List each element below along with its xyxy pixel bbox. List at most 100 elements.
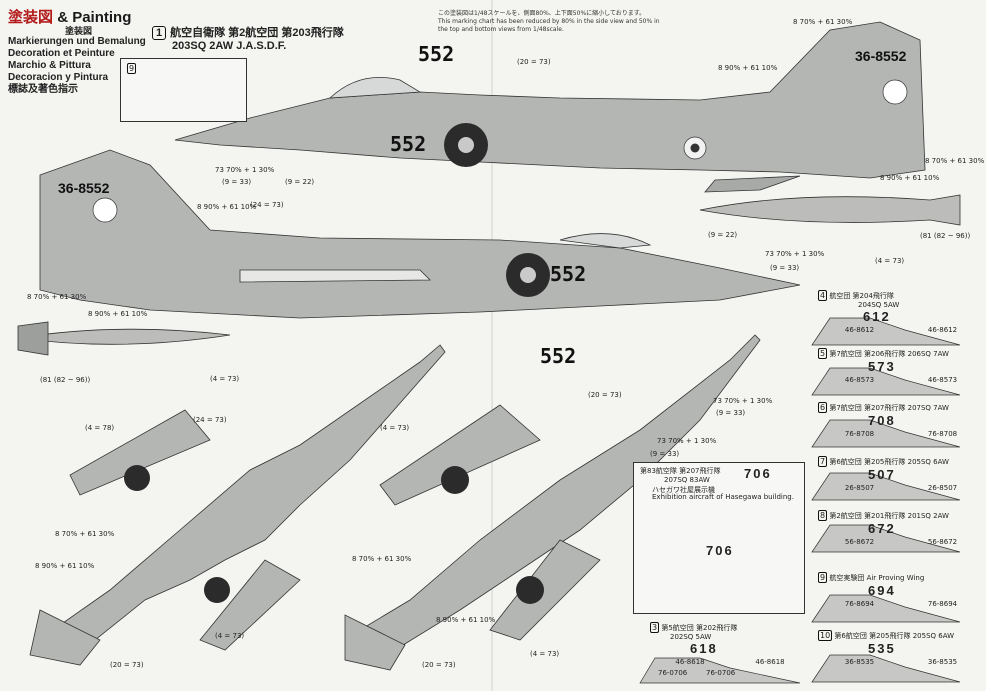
- sq-code-right: 76-8694: [927, 600, 958, 608]
- sq-tag: 9: [818, 572, 828, 583]
- sq-en: 201SQ 2AW: [907, 512, 949, 520]
- callout-90-10-bl: 8 90% + 61 10%: [35, 562, 95, 570]
- sq-tag: 8: [818, 510, 828, 521]
- box706-note-jp: ハセガワ社屋展示機: [652, 486, 715, 494]
- sq-en: 205SQ 6AW: [912, 632, 955, 640]
- nose-number-side-middle: 552: [550, 262, 587, 286]
- callout-70-30-right: 8 70% + 61 30%: [925, 157, 985, 165]
- box9-tag: 9: [127, 63, 137, 74]
- sq-number: 708: [868, 413, 896, 428]
- title-subtitle-jp: 塗装図: [65, 27, 93, 37]
- sq-en: Air Proving Wing: [866, 574, 925, 582]
- callout-9-33-mid: (9 = 33): [770, 264, 800, 272]
- sq-code-right: 76-8708: [927, 430, 958, 438]
- callout-73-1: 73 70% + 1 30%: [215, 166, 275, 174]
- sq-title: 第2航空団 第201飛行隊: [829, 512, 906, 520]
- lang-zh: 標誌及著色指示: [8, 84, 78, 95]
- box706-code-left: 76-0706: [658, 669, 688, 677]
- callout-9-33-bm: (9 = 33): [716, 409, 746, 417]
- sq-code-left: 76-8708: [844, 430, 875, 438]
- side-view-aircraft-middle: [39, 149, 801, 319]
- tail-number-top: 552: [418, 42, 455, 66]
- plan-view-bottom: [344, 334, 761, 671]
- tail-code-right: 36-8552: [855, 48, 907, 64]
- sq-title: 第7航空団 第206飛行隊: [829, 350, 906, 358]
- note-en-2: the top and bottom views from 1/48scale.: [438, 26, 564, 33]
- callout-4-73-right: (4 = 73): [875, 257, 905, 265]
- sq-title: 第6航空団 第205飛行隊: [829, 458, 906, 466]
- squadron-entry-507: 7 第6航空団 第205飛行隊 205SQ 6AW 507 26-8507 26-…: [818, 456, 984, 492]
- plan-view-top: [29, 344, 446, 666]
- tail-thumbnails: [639, 317, 961, 684]
- box706-code-right: 76-0706: [706, 669, 736, 677]
- lang-es: Decoracion y Pintura: [8, 72, 109, 83]
- squadron-entry-708: 6 第7航空団 第207飛行隊 207SQ 7AW 708 76-8708 76-…: [818, 402, 984, 438]
- callout-24-73-bl: (24 = 73): [193, 416, 227, 424]
- sq-number: 535: [868, 641, 896, 656]
- callout-90-10-left: 8 90% + 61 10%: [88, 310, 148, 318]
- sq-code-right: 46-8573: [927, 376, 958, 384]
- callout-4-73-mid: (4 = 73): [210, 375, 240, 383]
- sq-number: 507: [868, 467, 896, 482]
- sq-code-left: 56-8672: [844, 538, 875, 546]
- callout-90-10-right: 8 90% + 61 10%: [880, 174, 940, 182]
- side-view-aircraft-top: [174, 21, 926, 193]
- sq-tag: 4: [818, 290, 828, 301]
- box706-number-top: 706: [744, 466, 772, 481]
- sq-title: 第7航空団 第207飛行隊: [829, 404, 906, 412]
- note-en-1: This marking chart has been reduced by 8…: [438, 18, 660, 25]
- sq-title: 航空実験団: [829, 574, 865, 582]
- sq-en: 202SQ 5AW: [670, 633, 712, 641]
- callout-70-30-bm: 8 70% + 61 30%: [352, 555, 412, 563]
- sq-title: 第6航空団 第205飛行隊: [834, 632, 911, 640]
- title-prefix: 塗装図: [8, 9, 54, 26]
- sq-code-left: 26-8507: [844, 484, 875, 492]
- callout-73-1-mid: 73 70% + 1 30%: [765, 250, 825, 258]
- sq-code-right: 46-8618: [755, 658, 785, 666]
- sq-number: 618: [690, 641, 718, 656]
- sq-code-left: 36-8535: [844, 658, 875, 666]
- sq-en: 206SQ 7AW: [907, 350, 949, 358]
- callout-70-30-left: 8 70% + 61 30%: [27, 293, 87, 301]
- sq-en: 204SQ 5AW: [858, 301, 900, 309]
- box706-note-en: Exhibition aircraft of Hasegawa building…: [652, 493, 794, 501]
- drop-tank-right: [699, 194, 961, 226]
- callout-90-10-bm: 8 90% + 61 10%: [436, 616, 496, 624]
- callout-4-78: (4 = 78): [85, 424, 115, 432]
- sq-tag: 5: [818, 348, 828, 359]
- callout-81-82: (81 (82 ~ 96)): [920, 232, 971, 240]
- sq-number: 612: [863, 309, 891, 324]
- callout-9-22: (9 = 22): [285, 178, 315, 186]
- callout-90-10-top: 8 90% + 61 10%: [718, 64, 778, 72]
- callout-73-1-bm2: 73 70% + 1 30%: [657, 437, 717, 445]
- sq-code-right: 26-8507: [927, 484, 958, 492]
- sq-tag: 3: [650, 622, 660, 633]
- unit-jp: 航空自衛隊 第2航空団 第203飛行隊: [170, 27, 344, 39]
- unit-en: 203SQ 2AW J.A.S.D.F.: [172, 40, 287, 52]
- callout-9-22-mid: (9 = 22): [708, 231, 738, 239]
- callout-20-73-bl: (20 = 73): [110, 661, 144, 669]
- callout-4-73-bm: (4 = 73): [380, 424, 410, 432]
- drop-tank-left: [17, 328, 231, 345]
- callout-70-30-bl: 8 70% + 61 30%: [55, 530, 115, 538]
- sq-tag: 6: [818, 402, 828, 413]
- lang-de: Markierungen und Bemalung: [8, 36, 146, 47]
- box706-number-side: 706: [706, 543, 734, 558]
- sq-number: 672: [868, 521, 896, 536]
- callout-20-73-bm2: (20 = 73): [422, 661, 456, 669]
- sq-en: 207SQ 7AW: [907, 404, 949, 412]
- callout-24-73: (24 = 73): [250, 201, 284, 209]
- callout-81-82-left: (81 (82 ~ 96)): [40, 376, 91, 384]
- lang-it: Marchio & Pittura: [8, 60, 91, 71]
- callout-4-73-bm2: (4 = 73): [530, 650, 560, 658]
- sq-en: 205SQ 6AW: [907, 458, 949, 466]
- sq-tag: 7: [818, 456, 828, 467]
- sq-code-left: 46-8573: [844, 376, 875, 384]
- sq-title: 第5航空団 第202飛行隊: [661, 624, 738, 632]
- callout-90-10-mid: 8 90% + 61 10%: [197, 203, 257, 211]
- scale-notes: この塗装図は1/48スケールを、側面80%、上下面50%に縮小しております。 T…: [438, 10, 678, 34]
